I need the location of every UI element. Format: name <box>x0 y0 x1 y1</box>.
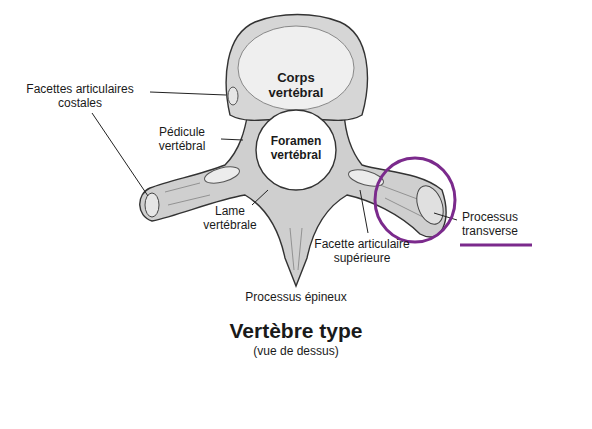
part-label: Corps vertébral <box>254 70 338 100</box>
diagram-title: Vertèbre type <box>146 318 446 343</box>
vertebral-foramen <box>256 110 336 190</box>
transverse-tip <box>412 182 448 228</box>
hatching <box>165 183 425 270</box>
costal-facet <box>228 87 238 105</box>
body-surface <box>238 26 354 110</box>
part-label: Processus épineux <box>211 290 381 304</box>
part-label: Processus transverse <box>462 210 542 238</box>
part-label: Facettes articulaires costales <box>5 82 155 110</box>
diagram-caption: (vue de dessus) <box>146 344 446 358</box>
highlight-underline <box>460 244 532 247</box>
part-label: Pédicule vertébral <box>147 125 217 153</box>
leader-lines <box>92 92 457 233</box>
vertebral-arch <box>140 112 446 286</box>
articular-facet <box>203 164 241 187</box>
costal-facet <box>145 193 159 217</box>
part-label: Facette articulaire supérieure <box>300 237 425 265</box>
part-label: Lame vertébrale <box>194 204 266 232</box>
part-label: Foramen vertébral <box>258 134 334 162</box>
highlight-circle <box>375 158 455 242</box>
vertebral-body <box>226 15 367 121</box>
